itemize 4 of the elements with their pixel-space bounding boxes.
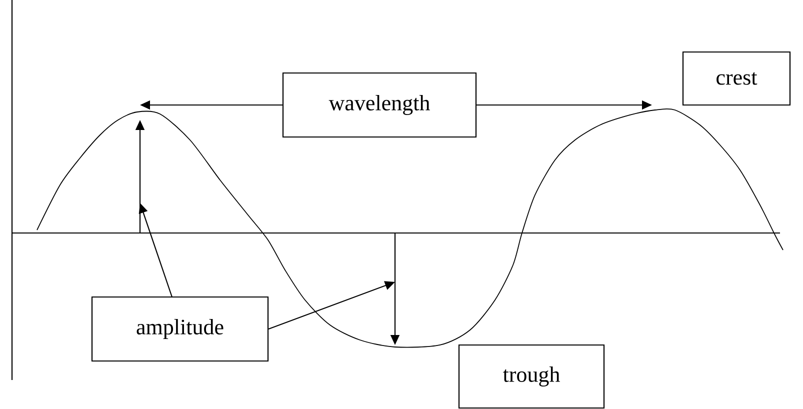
- label-box: trough: [458, 344, 605, 409]
- label-box: crest: [682, 51, 791, 106]
- label-box: wavelength: [282, 72, 477, 138]
- label-box: amplitude: [91, 296, 269, 362]
